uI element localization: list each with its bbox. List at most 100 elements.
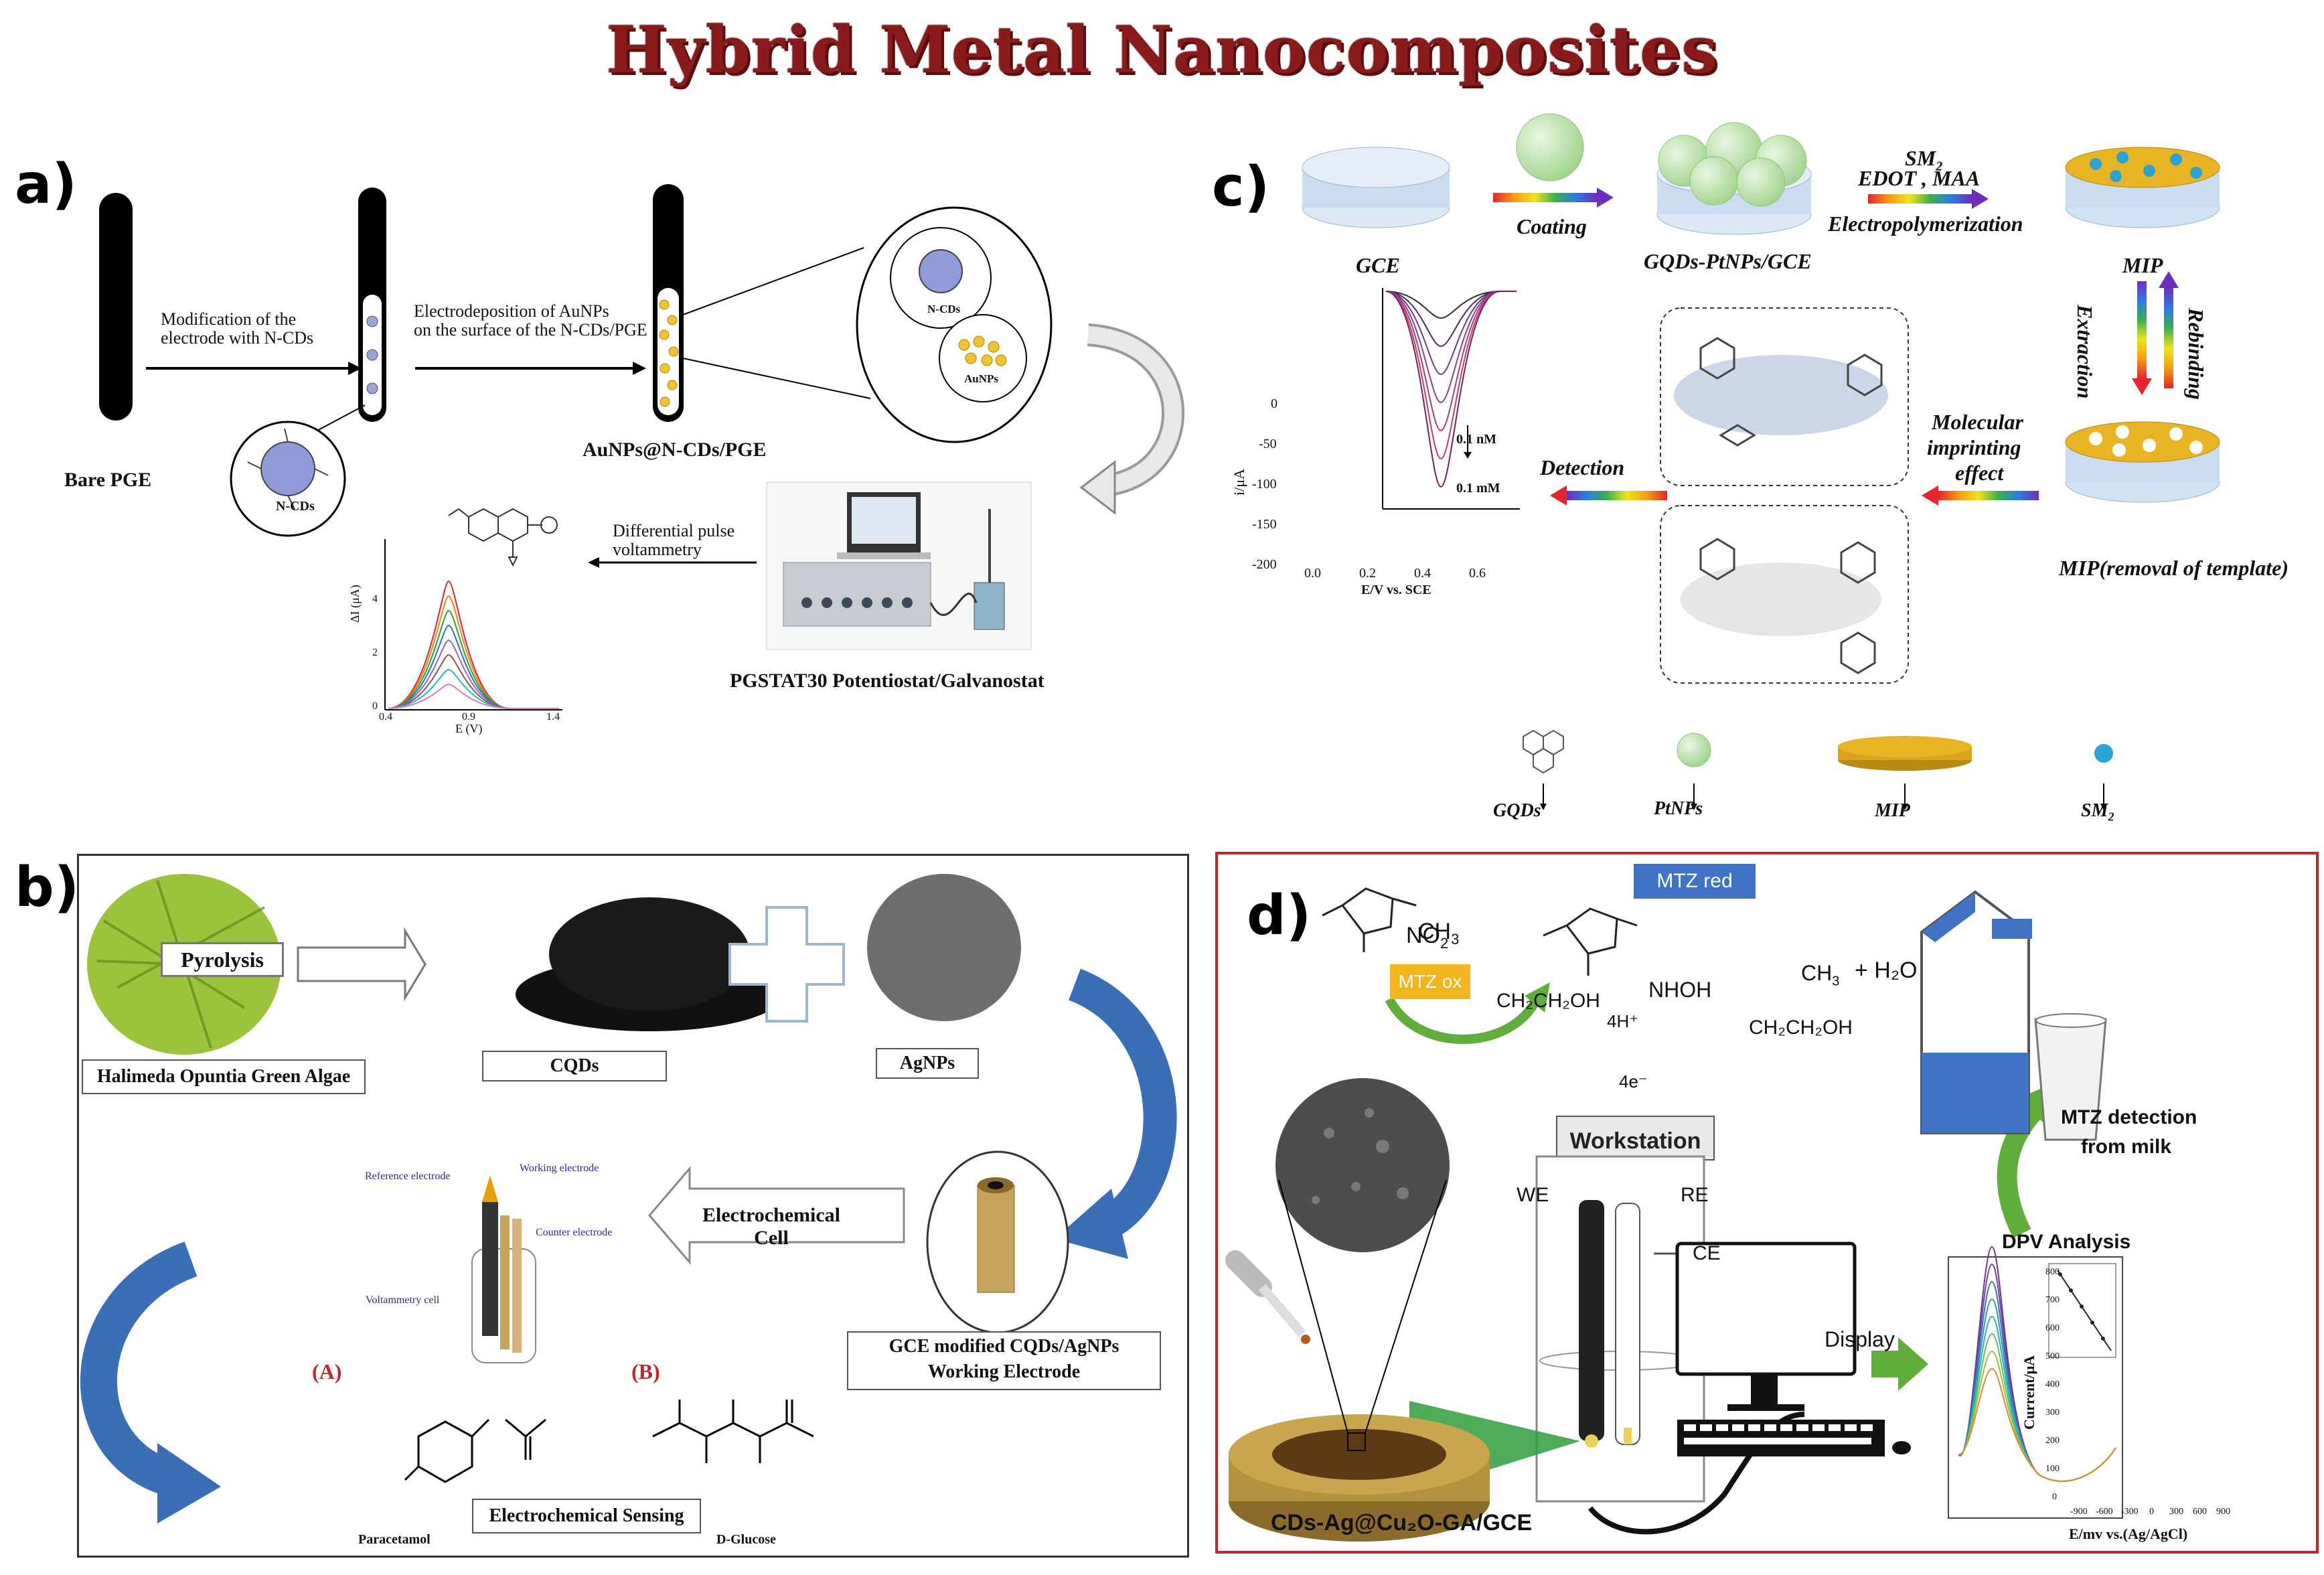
- d-xtick-3: 0: [2149, 1507, 2154, 1517]
- ch2ch2oh-a: CH₂CH₂OH: [1496, 990, 1600, 1012]
- d-xtick-5: 600: [2193, 1507, 2207, 1517]
- agnps-powder: [867, 874, 1021, 1021]
- d-ytick-0: 0: [2052, 1492, 2057, 1502]
- a-dpv-curve: [388, 683, 559, 709]
- gqds-legend-icon: [1523, 729, 1564, 774]
- c-xtick-1: 0.2: [1359, 566, 1376, 581]
- a-dpv-curve: [388, 609, 559, 709]
- c-ytick-3: -150: [1252, 517, 1277, 532]
- d-xtick-1: -600: [2096, 1507, 2113, 1517]
- dpv-analysis-label: DPV Analysis: [2002, 1231, 2131, 1253]
- cqds-label: CQDs: [482, 1051, 667, 1081]
- d-plot-xlabel: E/mv vs.(Ag/AgCl): [2069, 1525, 2188, 1542]
- aunps-electrode-label: AuNPs@N-CDs/PGE: [583, 439, 767, 461]
- c-ytick-1: -50: [1259, 437, 1277, 451]
- glucose-label: D-Glucose: [716, 1532, 776, 1547]
- c-cv-curve: [1385, 291, 1517, 319]
- c-ytick-0: 0: [1271, 396, 1277, 411]
- gce-electrode: [977, 1185, 1015, 1293]
- c-legend-gqds: GQDs: [1493, 800, 1541, 821]
- d-xtick-6: 900: [2216, 1507, 2230, 1517]
- a-xtick-0: 0.4: [379, 711, 392, 723]
- panel-c-label: c): [1212, 155, 1270, 219]
- c-gce-label: GCE: [1356, 253, 1400, 277]
- paracetamol-label: Paracetamol: [358, 1532, 431, 1547]
- panel-d-diagram: [1225, 887, 2123, 1542]
- mtz-red-structure: [1543, 907, 1638, 976]
- c-cv-curve: [1385, 291, 1517, 376]
- d-ytick-1: 100: [2045, 1464, 2060, 1474]
- c-legend-ptnps: PtNPs: [1654, 798, 1703, 819]
- no2-group: NO2: [1406, 923, 1449, 952]
- gce-line1: GCE modified CQDs/AgNPs: [888, 1336, 1119, 1357]
- nhoh-group: NHOH: [1648, 978, 1712, 1002]
- step2-line2: on the surface of the N-CDs/PGE: [414, 320, 647, 340]
- a-dpv-curve: [388, 580, 559, 709]
- page-title: Hybrid Metal Nanocomposites: [606, 12, 1718, 88]
- c-mip-label: MIP: [2122, 253, 2163, 277]
- ncds-inset-label: N-CDs: [927, 303, 961, 315]
- sensing-box: Electrochemical Sensing: [472, 1499, 701, 1533]
- step1-line1: Modification of the: [161, 309, 297, 329]
- mouse: [1892, 1441, 1911, 1454]
- c-detection-label: Detection: [1540, 455, 1625, 479]
- c-xtick-3: 0.6: [1469, 566, 1486, 581]
- dpv-label-line1: Differential pulse: [613, 521, 735, 540]
- ncds-label: N-CDs: [276, 499, 315, 514]
- c-cv-curve: [1385, 291, 1517, 404]
- mtz-ox-badge: MTZ ox: [1390, 964, 1470, 999]
- pyrolysis-box: Pyrolysis: [161, 942, 284, 977]
- sem-image: [1275, 1078, 1450, 1252]
- c-cv-curve: [1385, 291, 1517, 460]
- d-xtick-0: -900: [2070, 1507, 2088, 1517]
- c-gqds-ptnps-label: GQDs-PtNPs/GCE: [1644, 249, 1812, 273]
- c-ytick-4: -200: [1252, 557, 1277, 572]
- panel-a-label: a): [15, 153, 77, 216]
- c-imprint-line2: imprinting: [1927, 435, 2021, 459]
- paracetamol-structure: [404, 1418, 546, 1483]
- modified-electrode-surface: [1272, 1429, 1446, 1480]
- work-electrode-label: Working electrode: [520, 1162, 599, 1174]
- c-edot-label: EDOT , MAA: [1858, 166, 1981, 190]
- c-sm2-label: SM2: [1905, 146, 1943, 174]
- d-ytick-5: 500: [2045, 1351, 2060, 1361]
- d-ytick-6: 600: [2045, 1323, 2060, 1333]
- d-dpv-curve: [1958, 1367, 2116, 1482]
- panel-a-diagram: [99, 184, 1185, 710]
- working-electrode: [1579, 1200, 1604, 1441]
- c-legend-sm2: SM2: [2081, 800, 2114, 824]
- mtz-ox-structure: [1322, 887, 1417, 952]
- a-dpv-curve: [388, 639, 559, 709]
- agnps-label: AgNPs: [876, 1048, 979, 1079]
- panel-c-diagram: [1302, 113, 2220, 810]
- mtz-detection-line2: from milk: [2081, 1136, 2172, 1158]
- re-label: RE: [1681, 1184, 1709, 1206]
- a-xtick-1: 0.9: [462, 711, 475, 723]
- ptnps-legend-icon: [1677, 733, 1711, 767]
- plus-h2o: + H₂O: [1855, 958, 1918, 983]
- d-plot-ylabel: Current/μA: [2021, 1355, 2037, 1430]
- a-ytick-1: 2: [372, 647, 378, 658]
- milk-text: MILK: [2074, 990, 2131, 1015]
- e4-label: 4e⁻: [1619, 1071, 1648, 1092]
- reference-electrode: [1615, 1203, 1640, 1445]
- gce-modified-box: GCE modified CQDs/AgNPs Working Electrod…: [847, 1331, 1161, 1390]
- c-mip-removal-label: MIP(removal of template): [2059, 556, 2289, 580]
- d-ytick-4: 400: [2045, 1379, 2060, 1390]
- c-imprint-line3: effect: [1955, 461, 2004, 485]
- d-xtick-4: 300: [2169, 1507, 2183, 1517]
- step1-line2: electrode with N-CDs: [161, 328, 314, 348]
- c-rebinding-label: Rebinding: [2184, 308, 2208, 400]
- a-dpv-curve: [388, 624, 559, 709]
- d-ytick-7: 700: [2045, 1295, 2060, 1305]
- mtz-detection-line1: MTZ detection: [2061, 1106, 2197, 1128]
- d-ytick-3: 300: [2045, 1408, 2060, 1418]
- c-plot-ylabel: i/μA: [1231, 469, 1247, 496]
- c-xtick-0: 0.0: [1304, 566, 1321, 581]
- h4-label: 4H⁺: [1607, 1011, 1638, 1031]
- ce-label: CE: [1693, 1242, 1721, 1264]
- c-plot-xlabel: E/V vs. SCE: [1361, 583, 1431, 597]
- display-label: Display: [1825, 1327, 1895, 1351]
- a-ytick-0: 0: [372, 700, 378, 712]
- a-plot-ylabel: ΔI (μA): [348, 585, 362, 623]
